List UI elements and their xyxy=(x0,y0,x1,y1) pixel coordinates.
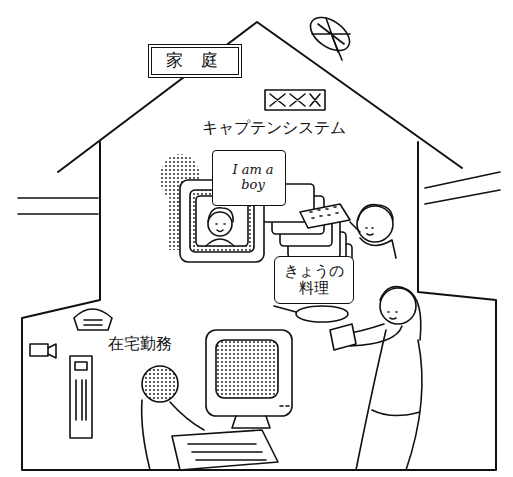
camera xyxy=(30,344,56,358)
woman-figure xyxy=(380,288,416,324)
title-box: 家 庭 xyxy=(148,44,242,78)
wall-panel xyxy=(70,356,92,438)
satellite-dish xyxy=(332,36,342,60)
camera xyxy=(30,344,48,356)
computer xyxy=(232,416,270,428)
boy-figure xyxy=(350,222,360,232)
house-outline xyxy=(22,142,496,470)
frying-pan xyxy=(274,306,348,322)
boy-figure xyxy=(350,205,396,258)
telephone xyxy=(74,309,112,330)
satellite-dish xyxy=(305,11,356,58)
satellite-dish xyxy=(312,18,350,52)
keypad xyxy=(300,204,350,228)
telephone xyxy=(84,320,102,325)
man-figure xyxy=(170,402,204,430)
computer xyxy=(172,430,278,470)
boy-figure xyxy=(358,205,393,220)
house-outline xyxy=(22,22,496,470)
television xyxy=(208,208,233,222)
woman-figure xyxy=(372,410,420,416)
woman-figure xyxy=(330,287,422,470)
telephone xyxy=(74,309,112,330)
man-figure xyxy=(142,400,150,470)
man-figure xyxy=(142,366,178,402)
satellite-dish xyxy=(305,11,356,60)
road-lines xyxy=(425,172,500,188)
television xyxy=(168,200,180,250)
boy-figure xyxy=(357,206,393,242)
roof-device xyxy=(270,94,320,106)
boy-figure xyxy=(360,238,396,258)
node-text: 家 庭 xyxy=(166,51,223,71)
television xyxy=(208,212,232,236)
wall-panel xyxy=(76,380,86,420)
woman-figure xyxy=(330,324,356,350)
roof-device xyxy=(265,90,325,110)
system-label: キャプテンシステム xyxy=(200,118,348,139)
computer xyxy=(280,405,289,407)
woman-figure xyxy=(388,312,397,319)
wall-panel xyxy=(75,362,87,370)
boy-figure xyxy=(366,228,373,235)
woman-figure xyxy=(356,330,422,470)
computer xyxy=(216,340,278,398)
television xyxy=(216,224,225,232)
road-lines xyxy=(425,190,500,204)
road-lines xyxy=(18,213,98,215)
man-figure xyxy=(142,366,204,470)
camera xyxy=(48,344,56,358)
computer xyxy=(172,330,292,470)
screen-card: きょうの 料理 xyxy=(274,256,354,304)
screen-card: I am a boy xyxy=(212,150,286,206)
television xyxy=(206,239,234,246)
road-lines xyxy=(18,197,98,199)
computer xyxy=(188,444,266,460)
node-text: I am a boy xyxy=(221,163,285,193)
node-text: きょうの 料理 xyxy=(275,263,353,298)
frying-pan xyxy=(296,306,348,322)
keypad xyxy=(310,207,338,218)
frying-pan xyxy=(274,306,296,312)
work-label: 在宅勤務 xyxy=(106,334,174,355)
computer xyxy=(206,330,292,416)
keypad xyxy=(300,204,350,228)
roof-device xyxy=(265,90,325,110)
wall-panel xyxy=(70,356,92,438)
